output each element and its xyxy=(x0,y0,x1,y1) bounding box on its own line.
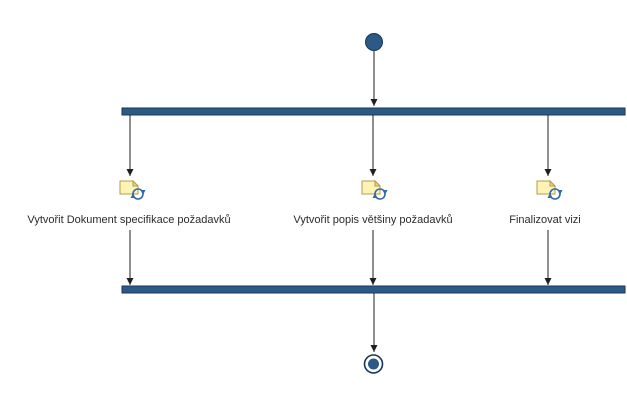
activity-node-3[interactable]: Finalizovat vizi xyxy=(509,179,581,226)
subactivity-refresh-icon xyxy=(119,179,146,200)
activity-label-1: Vytvořit Dokument specifikace požadavků xyxy=(27,214,230,226)
activity-label-3: Finalizovat vizi xyxy=(509,214,581,226)
fork-bar[interactable] xyxy=(121,107,626,116)
activity-node-1[interactable]: Vytvořit Dokument specifikace požadavků xyxy=(27,179,231,226)
initial-node[interactable] xyxy=(365,33,383,51)
final-node-inner-dot xyxy=(368,358,379,370)
subactivity-refresh-icon xyxy=(361,179,388,200)
activity-final-node[interactable] xyxy=(363,354,384,374)
activity-label-2: Vytvořit popis většiny požadavků xyxy=(293,214,452,226)
subactivity-refresh-icon xyxy=(536,179,563,200)
activity-node-2[interactable]: Vytvořit popis většiny požadavků xyxy=(293,179,453,226)
join-bar[interactable] xyxy=(121,285,626,294)
